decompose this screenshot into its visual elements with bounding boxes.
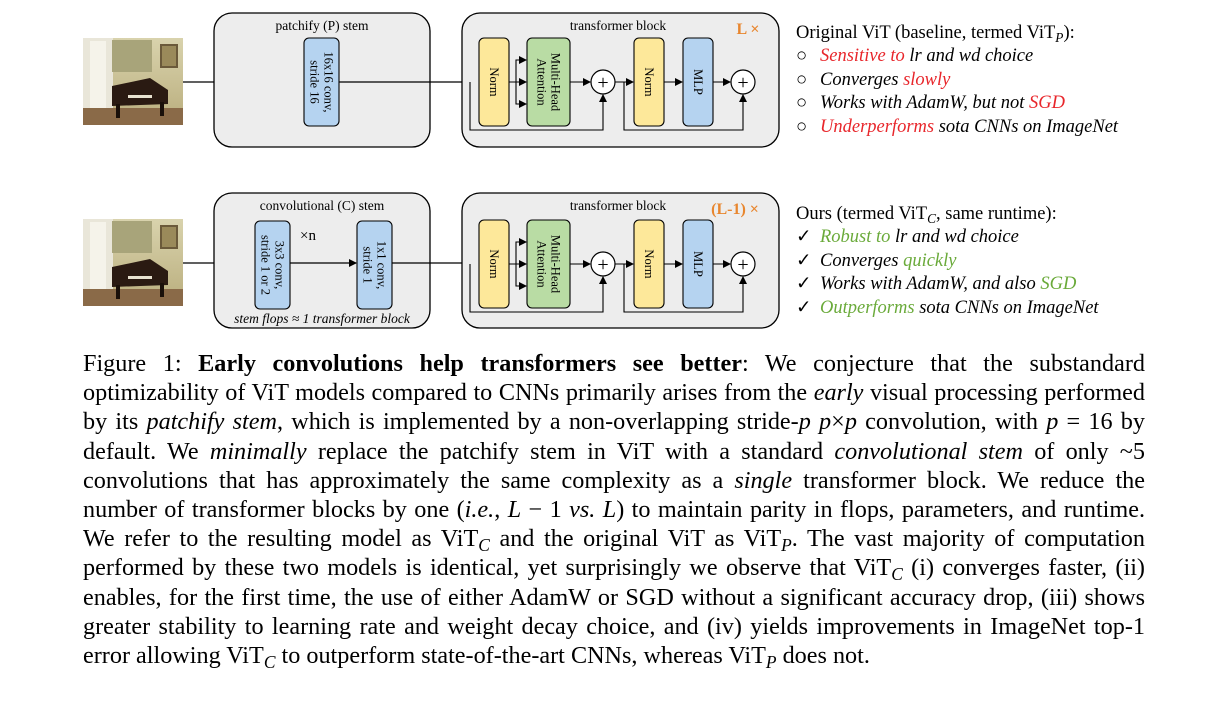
baseline-item-2: ○Converges slowly	[796, 69, 951, 90]
mlp-label-top: MLP	[691, 69, 705, 95]
patchify-conv-label-1: 16x16 conv,	[322, 52, 336, 113]
architecture-diagram: patchify (P) stem 16x16 conv, stride 16 …	[83, 12, 780, 329]
mha-label-1-top: Multi-Head	[549, 53, 563, 112]
baseline-heading: Original ViT (baseline, termed ViTP):	[796, 23, 1075, 45]
ours-heading: Ours (termed ViTC, same runtime):	[796, 204, 1057, 226]
input-image-piano	[83, 38, 183, 125]
norm-label-1-bottom: Norm	[487, 249, 501, 278]
repeat-count-top: L ×	[737, 21, 760, 38]
ours-item-4: ✓Outperforms sota CNNs on ImageNet	[796, 297, 1099, 318]
norm-label-2-top: Norm	[642, 67, 656, 96]
conv3x3-box	[254, 220, 291, 310]
ours-item-2: ✓Converges quickly	[796, 250, 957, 271]
baseline-item-3: ○Works with AdamW, but not SGD	[796, 93, 1065, 114]
plus-label-2-top: +	[737, 72, 748, 94]
bottom-row: convolutional (C) stem 3x3 conv, stride …	[83, 192, 780, 329]
conv1x1-label-2: stride 1	[361, 246, 375, 283]
conv3x3-label-2: stride 1 or 2	[259, 235, 273, 295]
mlp-label-bottom: MLP	[691, 251, 705, 277]
baseline-item-4: ○Underperforms sota CNNs on ImageNet	[796, 116, 1119, 137]
conv-stem-panel	[213, 192, 431, 329]
conv1x1-box	[356, 220, 393, 310]
repeat-count-bottom: (L-1) ×	[711, 201, 759, 218]
ours-notes: Ours (termed ViTC, same runtime): ✓Robus…	[796, 203, 1099, 320]
norm-label-1-top: Norm	[487, 67, 501, 96]
plus-label-1-top: +	[597, 72, 608, 94]
figure-caption: Figure 1: Early convolutions help transf…	[83, 350, 1146, 673]
stem-flops-note: stem flops ≈ 1 transformer block	[234, 311, 411, 326]
ours-item-3: ✓Works with AdamW, and also SGD	[796, 274, 1077, 295]
mha-label-1-bottom: Multi-Head	[549, 235, 563, 294]
conv-stem-title: convolutional (C) stem	[260, 198, 385, 213]
conv3x3-label-1: 3x3 conv,	[273, 241, 287, 290]
ours-item-1: ✓Robust to lr and wd choice	[796, 227, 1019, 248]
transformer-block-title-bottom: transformer block	[570, 198, 667, 213]
transformer-block-title-top: transformer block	[570, 18, 667, 33]
patchify-conv-label-2: stride 16	[308, 60, 322, 103]
mha-label-2-top: Attention	[535, 58, 549, 106]
patchify-stem-title: patchify (P) stem	[276, 18, 369, 33]
top-row: patchify (P) stem 16x16 conv, stride 16 …	[83, 12, 780, 148]
norm-label-2-bottom: Norm	[642, 249, 656, 278]
plus-label-2-bottom: +	[737, 254, 748, 276]
repeat-n-label: ×n	[300, 228, 316, 244]
plus-label-1-bottom: +	[597, 254, 608, 276]
input-image-piano-2	[83, 219, 183, 306]
mha-label-2-bottom: Attention	[535, 240, 549, 288]
baseline-item-1: ○Sensitive to lr and wd choice	[796, 46, 1034, 67]
baseline-notes: Original ViT (baseline, termed ViTP): ○S…	[796, 22, 1118, 139]
conv1x1-label-1: 1x1 conv,	[375, 241, 389, 290]
